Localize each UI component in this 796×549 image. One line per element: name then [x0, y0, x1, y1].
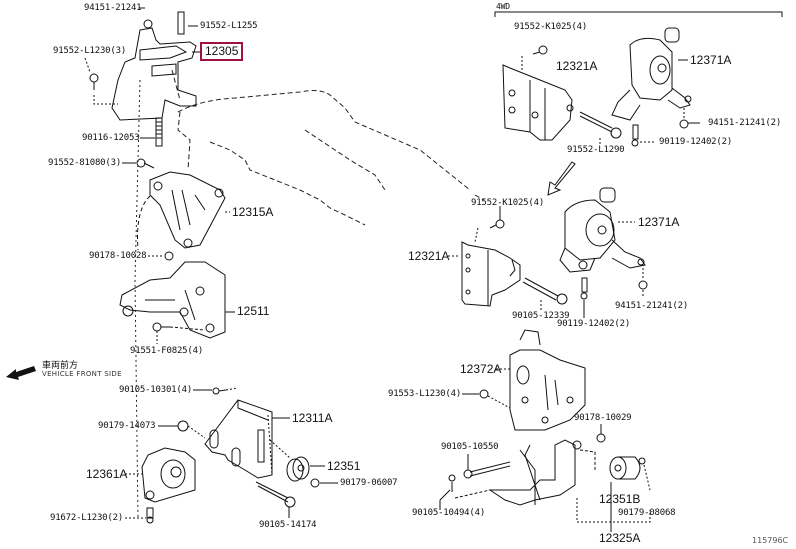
- label-91552-81080-3[interactable]: 91552-81080(3): [48, 158, 122, 168]
- nut-90179-06007: [310, 478, 320, 488]
- label-91672-L1230-2[interactable]: 91672-L1230(2): [50, 513, 124, 523]
- part-12321A-bracket: [461, 227, 521, 307]
- 4wd-bolt-91552-L1290: [579, 111, 622, 139]
- nut-94151-21241: [638, 268, 648, 290]
- label-90178-10029[interactable]: 90178-10029: [574, 413, 632, 423]
- part-12511-bracket: [119, 261, 226, 339]
- bolt-91551-F0825: [152, 322, 206, 344]
- nut-90178-10028: [164, 251, 174, 261]
- part-12361A-mount: [141, 447, 196, 503]
- bolt-91552-81080: [136, 158, 155, 169]
- bolt-90105-10301: [212, 387, 239, 395]
- part-12351-bushing: [269, 439, 310, 482]
- nut-90178-10029: [596, 433, 606, 443]
- label-12372A[interactable]: 12372A: [460, 362, 502, 376]
- label-90105-14174[interactable]: 90105-14174: [259, 520, 317, 530]
- 4wd-bolt-90119-12402: [631, 124, 639, 147]
- label-4wd-12371A[interactable]: 12371A: [690, 53, 732, 67]
- reference-code: 115796C: [752, 536, 789, 545]
- bolt-90119-12402: [580, 277, 588, 300]
- nut-90179-14073: [177, 420, 206, 439]
- label-90178-10028[interactable]: 90178-10028: [89, 251, 147, 261]
- stud-90116-12053: [155, 117, 163, 147]
- label-4wd-90119-12402-2[interactable]: 90119-12402(2): [659, 137, 733, 147]
- label-90179-08068[interactable]: 90179-08068: [618, 508, 676, 518]
- label-91553-L1230-4[interactable]: 91553-L1230(4): [388, 389, 462, 399]
- label-12371A[interactable]: 12371A: [638, 215, 680, 229]
- vehicle-front-label-en: VEHICLE FRONT SIDE: [42, 370, 122, 378]
- bolt-90105-10494: [448, 474, 491, 499]
- vehicle-front-label-jp: 車両前方: [42, 361, 79, 371]
- label-12321A[interactable]: 12321A: [408, 249, 450, 263]
- bolt-91553-L1230: [479, 389, 511, 409]
- bolt-91552-K1025: [489, 219, 505, 229]
- 4wd-nut-94151-21241: [679, 108, 689, 129]
- label-4wd-94151-21241-2[interactable]: 94151-21241(2): [708, 118, 782, 128]
- label-90105-10550[interactable]: 90105-10550: [441, 442, 499, 452]
- part-12311A-bracket: [204, 399, 273, 479]
- label-12305-highlighted[interactable]: 12305: [200, 42, 244, 61]
- label-90179-06007[interactable]: 90179-06007: [340, 478, 398, 488]
- label-4wd-91552-K1025-4[interactable]: 91552-K1025(4): [514, 22, 588, 32]
- 4wd-part-12321A: [502, 64, 574, 141]
- bolt-90105-14174: [255, 481, 296, 508]
- label-91552-L1230-3[interactable]: 91552-L1230(3): [53, 46, 127, 56]
- engine-outline: [134, 69, 485, 521]
- label-94151-21241[interactable]: 94151-21241: [84, 3, 142, 13]
- 4wd-bolt-91552-K1025: [521, 45, 548, 70]
- label-90105-10494-4[interactable]: 90105-10494(4): [412, 508, 486, 518]
- 4wd-part-12371A: [611, 27, 692, 121]
- label-12351B[interactable]: 12351B: [599, 492, 641, 506]
- label-90116-12053[interactable]: 90116-12053: [82, 133, 140, 143]
- part-12371A-mount: [559, 187, 646, 273]
- part-12372A-mount: [509, 329, 586, 431]
- bolt-91672-L1230: [146, 507, 154, 524]
- label-90105-10301-4[interactable]: 90105-10301(4): [119, 385, 193, 395]
- bolt-90105-12339: [522, 277, 568, 305]
- label-90119-12402-2[interactable]: 90119-12402(2): [557, 319, 631, 329]
- leader-lines: [84, 7, 700, 519]
- part-12315A-bracket: [137, 171, 226, 251]
- label-90105-12339[interactable]: 90105-12339: [512, 311, 570, 321]
- label-12315A[interactable]: 12315A: [232, 205, 274, 219]
- label-91552-L1255[interactable]: 91552-L1255: [200, 21, 258, 31]
- bolt-90105-10550: [463, 461, 511, 479]
- label-90179-14073[interactable]: 90179-14073: [98, 421, 156, 431]
- vehicle-front-arrow: [6, 366, 36, 380]
- part-12305-mount: [111, 11, 197, 121]
- section-arrow: [547, 161, 576, 196]
- label-91551-F0825-4[interactable]: 91551-F0825(4): [130, 346, 204, 356]
- assembly-12325A-line: [576, 498, 651, 523]
- label-12361A[interactable]: 12361A: [86, 467, 128, 481]
- label-4wd-91552-L1290[interactable]: 91552-L1290: [567, 145, 625, 155]
- label-4wd-12321A[interactable]: 12321A: [556, 59, 598, 73]
- bolt-91552-L1230: [89, 73, 118, 105]
- 4wd-section-label: 4WD: [496, 2, 510, 11]
- nut-90179-08068: [638, 457, 651, 491]
- label-91552-K1025-4[interactable]: 91552-K1025(4): [471, 198, 545, 208]
- part-12325A-bracket: [488, 439, 596, 506]
- label-12311A[interactable]: 12311A: [292, 411, 333, 425]
- label-94151-21241-2[interactable]: 94151-21241(2): [615, 301, 689, 311]
- label-12351[interactable]: 12351: [327, 459, 361, 473]
- label-12325A[interactable]: 12325A: [599, 531, 641, 545]
- 4wd-section-bracket: [494, 11, 783, 17]
- label-12511[interactable]: 12511: [237, 304, 270, 318]
- part-12351B-bushing: [609, 456, 641, 480]
